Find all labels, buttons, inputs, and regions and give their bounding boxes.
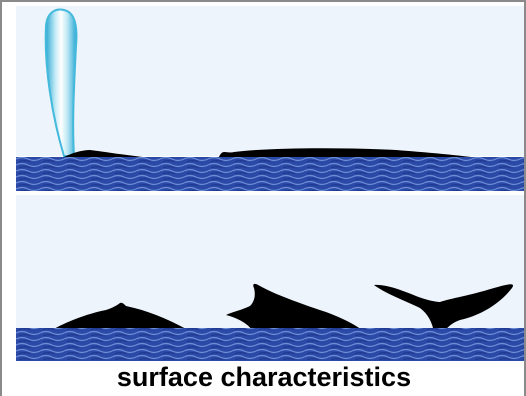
panel-divider [16,191,524,195]
top-panel [16,6,524,191]
bottom-panel [16,195,524,361]
whale-surface-illustration [16,6,524,361]
top-water [16,157,524,191]
bottom-water [16,328,524,361]
top-sky [16,6,524,156]
caption-text: surface characteristics [4,359,524,395]
